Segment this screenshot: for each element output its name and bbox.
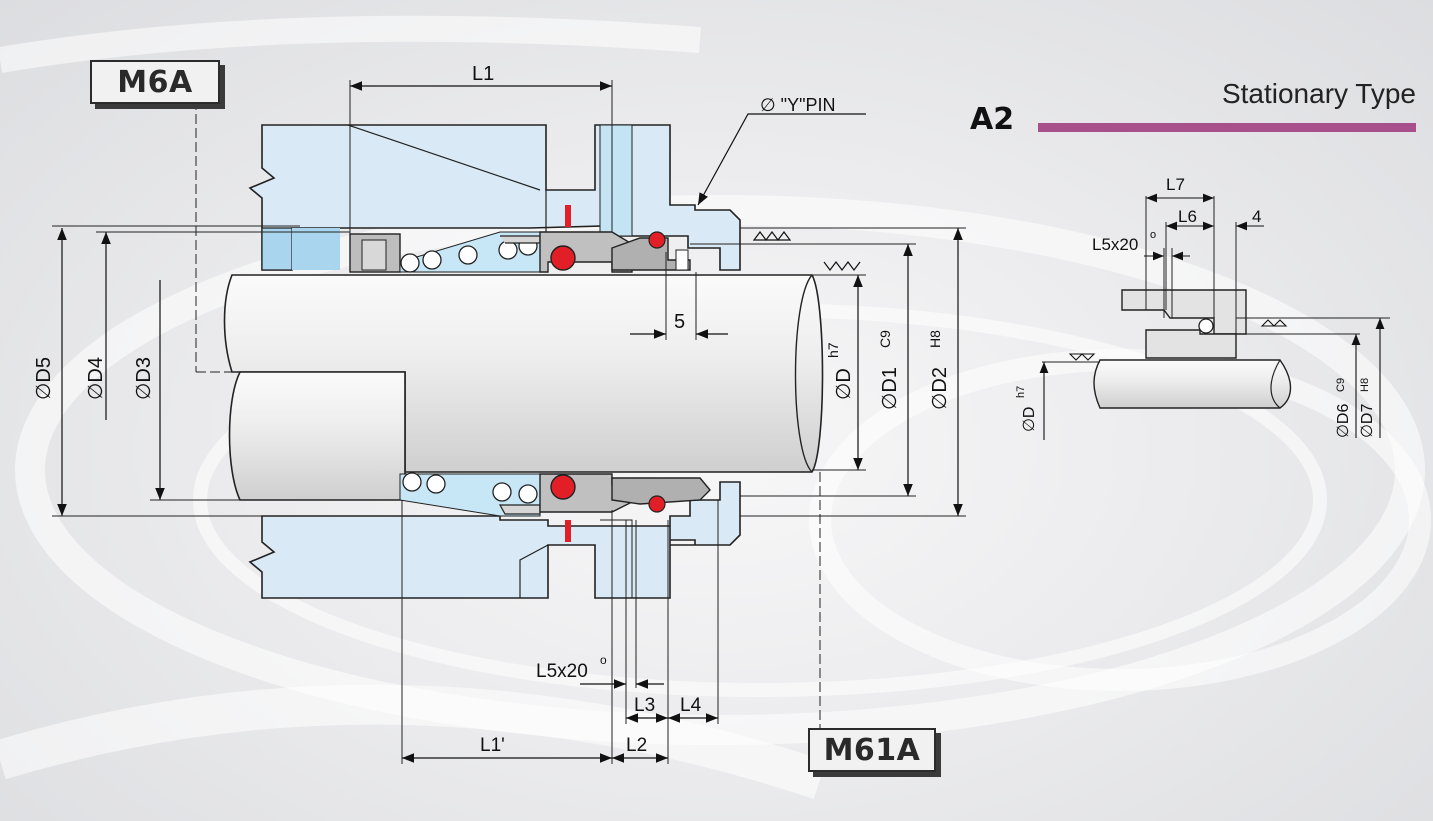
section-tag: A2	[970, 102, 1015, 137]
dim-l5-chamfer: L5x20	[536, 661, 588, 682]
seat-dim-four: 4	[1252, 207, 1262, 226]
model-label-m6a: M6A	[90, 60, 220, 104]
dim-d1-tolerance: C9	[877, 330, 893, 348]
dim-l5-degree: o	[600, 653, 607, 667]
o-ring-upper-rotary	[550, 245, 576, 271]
dim-l1-prime: L1'	[480, 735, 505, 756]
dim-d1: ∅D1	[879, 367, 901, 410]
seat-dim-d-tolerance: h7	[1015, 385, 1027, 398]
seat-dim-d6: ∅D6	[1335, 403, 1352, 438]
dim-l2: L2	[626, 735, 648, 756]
section-title: Stationary Type	[1221, 78, 1416, 109]
dim-d2-tolerance: H8	[927, 330, 943, 348]
spring-coils-lower	[402, 472, 538, 504]
seat-dim-d6-tolerance: C9	[1335, 377, 1347, 392]
dim-l3: L3	[634, 695, 656, 716]
spring-coils-upper	[400, 236, 538, 273]
dim-l4: L4	[680, 695, 702, 716]
model-label-m61a: M61A	[808, 728, 936, 772]
seat-dim-d7: ∅D7	[1359, 403, 1376, 438]
dim-d2: ∅D2	[929, 367, 951, 410]
dim-d3: ∅D3	[133, 357, 155, 400]
seat-dim-l5-degree: o	[1150, 229, 1157, 241]
dim-d-tolerance: h7	[825, 342, 841, 358]
lower-gland-housing	[248, 481, 741, 599]
stationary-seat-lower	[611, 477, 711, 505]
o-ring-lower-seat	[648, 495, 666, 513]
seat-dim-l6: L6	[1178, 207, 1197, 226]
dim-d4: ∅D4	[85, 357, 107, 400]
dim-d: ∅D	[833, 368, 855, 400]
seat-dim-d7-tolerance: H8	[1359, 377, 1371, 392]
seat-dim-l5-chamfer: L5x20	[1092, 235, 1139, 254]
o-ring-lower-rotary	[550, 474, 576, 500]
section-accent-bar	[1038, 123, 1416, 132]
seat-detail-drawing	[1039, 193, 1390, 440]
dim-l1: L1	[472, 63, 495, 85]
dim-five: 5	[674, 311, 686, 333]
dim-y-pin: ∅ "Y"PIN	[760, 95, 836, 115]
seat-dim-d: ∅D	[1021, 406, 1038, 433]
o-ring-upper-seat	[648, 231, 666, 249]
seat-dim-l7: L7	[1166, 175, 1185, 194]
dim-d5: ∅D5	[33, 357, 55, 400]
